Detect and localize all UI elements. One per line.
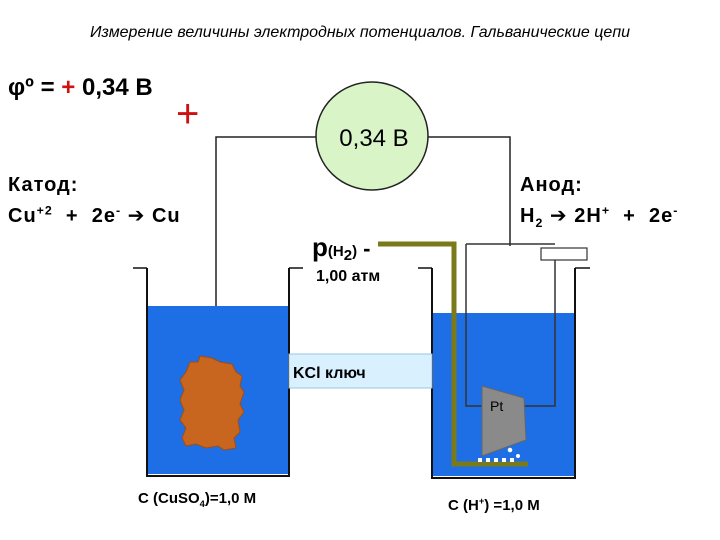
conc-prefix: C (CuSO: [138, 490, 200, 507]
hydrogen-tube-outlet: [540, 247, 588, 261]
conc-suffix: ) =1,0 М: [484, 497, 540, 514]
h-ion-concentration: C (H+) =1,0 М: [448, 496, 540, 514]
conc-suffix: )=1,0 М: [204, 490, 257, 507]
reaction-arrow: ➔: [121, 205, 152, 227]
electron-charge: -: [673, 203, 679, 218]
anode-equation: H2 ➔ 2H+ + 2e-: [520, 203, 678, 230]
platinum-label: Pt: [490, 398, 504, 414]
reaction-arrow: ➔: [543, 205, 575, 227]
salt-bridge-label: KCl ключ: [293, 365, 366, 382]
electrons: + 2e: [610, 205, 674, 227]
slide-title: Измерение величины электродных потенциал…: [89, 24, 631, 41]
anode-title: Анод:: [520, 174, 583, 196]
equals-sign: =: [33, 74, 62, 101]
salt-bridge: [288, 353, 433, 389]
hydrogen-pressure-value: 1,00 атм: [316, 268, 381, 285]
electron-charge: -: [115, 203, 122, 218]
hydrogen-pressure-label: p(H2) -: [312, 232, 371, 264]
phi-symbol: φº: [8, 74, 34, 101]
conc-subscript: 4: [199, 499, 205, 509]
cathode-title: Катод:: [8, 174, 79, 196]
cu-product: Cu: [151, 205, 181, 227]
hydrogen-bubbles: [478, 447, 520, 462]
pressure-gas-close: ): [352, 243, 358, 260]
hydrogen-gas-pipe: [378, 241, 528, 467]
pressure-dash: -: [357, 236, 371, 261]
platinum-plate: [481, 385, 527, 457]
copper-electrode: [179, 355, 245, 451]
conc-superscript: +: [478, 496, 485, 506]
h2-subscript: 2: [535, 216, 544, 230]
h-ion-charge: +: [601, 203, 611, 218]
electrons: + 2e: [52, 205, 116, 227]
cu-ion: Cu: [8, 205, 37, 227]
h2-reactant: H: [520, 205, 536, 227]
cathode-equation: Cu+2 + 2e- ➔ Cu: [8, 203, 181, 228]
pressure-gas: (H: [327, 243, 344, 260]
plus-sign: +: [61, 74, 76, 101]
cuso4-concentration: C (CuSO4)=1,0 М: [138, 490, 256, 509]
standard-potential: φº = + 0,34 В: [8, 74, 153, 102]
left-wire: [215, 136, 332, 377]
right-wire: [420, 136, 511, 246]
voltmeter-reading: 0,34 В: [339, 125, 409, 152]
cu-ion-charge: +2: [36, 203, 53, 218]
conc-prefix: C (H: [448, 497, 479, 514]
pressure-symbol: p: [312, 232, 328, 262]
cathode-positive-sign: +: [176, 92, 200, 136]
potential-value: 0,34 В: [75, 74, 153, 101]
h-ion-product: 2H: [574, 205, 602, 227]
voltmeter-circle: [315, 81, 429, 191]
pressure-gas-subscript: 2: [343, 247, 353, 265]
